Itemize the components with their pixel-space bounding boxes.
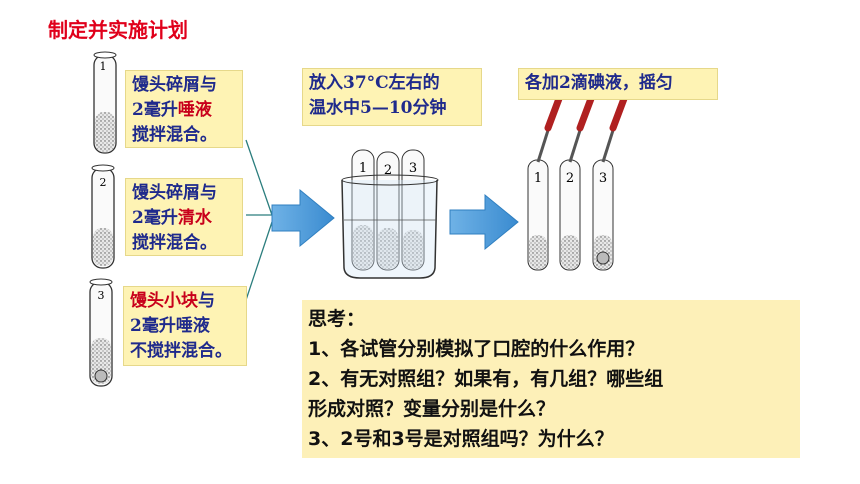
box1-line1: 馒头碎屑与 <box>132 75 217 95</box>
thinking-line-2: 2、有无对照组？如果有，有几组？哪些组 <box>308 368 664 390</box>
tube-label-1: 1 <box>100 60 107 73</box>
box3-line1: 馒头小块与 <box>130 289 246 314</box>
box2-line1: 馒头碎屑与 <box>132 183 217 203</box>
step1-box-tube2: 馒头碎屑与 2毫升清水 搅拌混合。 <box>125 178 243 256</box>
box3-line3: 不搅拌混合。 <box>130 341 232 361</box>
box2-line2: 2毫升清水 <box>132 206 242 231</box>
box2-line3: 搅拌混合。 <box>132 233 217 253</box>
page-title: 制定并实施计划 <box>48 18 188 42</box>
beaker-tube-label-3: 3 <box>409 161 417 176</box>
step3-box: 各加2滴碘液，摇匀 <box>518 68 718 100</box>
box3-with: 与 <box>198 291 215 311</box>
beaker-tube-label-2: 2 <box>384 163 392 178</box>
arrow-to-iodine <box>449 193 519 251</box>
box1-line2: 2毫升唾液 <box>132 98 242 123</box>
step2-line1: 放入37°C左右的 <box>309 73 440 93</box>
test-tube-3 <box>89 278 113 387</box>
box2-water: 清水 <box>177 208 212 228</box>
tube-label-3: 3 <box>98 289 105 302</box>
tube-label-2: 2 <box>100 176 107 189</box>
iodine-tube-2 <box>559 92 596 271</box>
test-tube-2 <box>91 164 115 269</box>
thinking-line-1: 1、各试管分别模拟了口腔的什么作用？ <box>308 338 645 360</box>
arrow-to-beaker <box>271 188 335 248</box>
iodine-tube-label-3: 3 <box>599 171 607 186</box>
connector-lines <box>245 139 273 301</box>
box1-amount: 2毫升 <box>132 100 178 120</box>
step2-box: 放入37°C左右的 温水中5—10分钟 <box>302 68 482 126</box>
step1-box-tube1: 馒头碎屑与 2毫升唾液 搅拌混合。 <box>125 70 243 148</box>
thinking-box: 思考： 1、各试管分别模拟了口腔的什么作用？ 2、有无对照组？如果有，有几组？哪… <box>302 300 800 458</box>
box1-saliva: 唾液 <box>177 100 212 120</box>
box3-line2: 2毫升唾液 <box>130 316 210 336</box>
thinking-line-4: 3、2号和3号是对照组吗？为什么？ <box>308 428 614 450</box>
box2-amount: 2毫升 <box>132 208 178 228</box>
iodine-tube-label-2: 2 <box>566 171 574 186</box>
step2-line2: 温水中5—10分钟 <box>309 98 447 118</box>
box1-line3: 搅拌混合。 <box>132 125 217 145</box>
iodine-tube-label-1: 1 <box>534 171 542 186</box>
iodine-tube-1 <box>527 92 564 271</box>
box3-bread-pieces: 馒头小块 <box>130 291 198 311</box>
thinking-heading: 思考： <box>308 308 366 330</box>
test-tube-1 <box>93 51 117 154</box>
step3-text: 各加2滴碘液，摇匀 <box>525 73 673 93</box>
step1-box-tube3: 馒头小块与 2毫升唾液 不搅拌混合。 <box>123 286 247 366</box>
thinking-line-3: 形成对照？变量分别是什么？ <box>308 398 556 420</box>
beaker-tube-label-1: 1 <box>359 161 367 176</box>
water-bath-beaker <box>341 149 439 279</box>
iodine-tube-3 <box>592 92 629 271</box>
